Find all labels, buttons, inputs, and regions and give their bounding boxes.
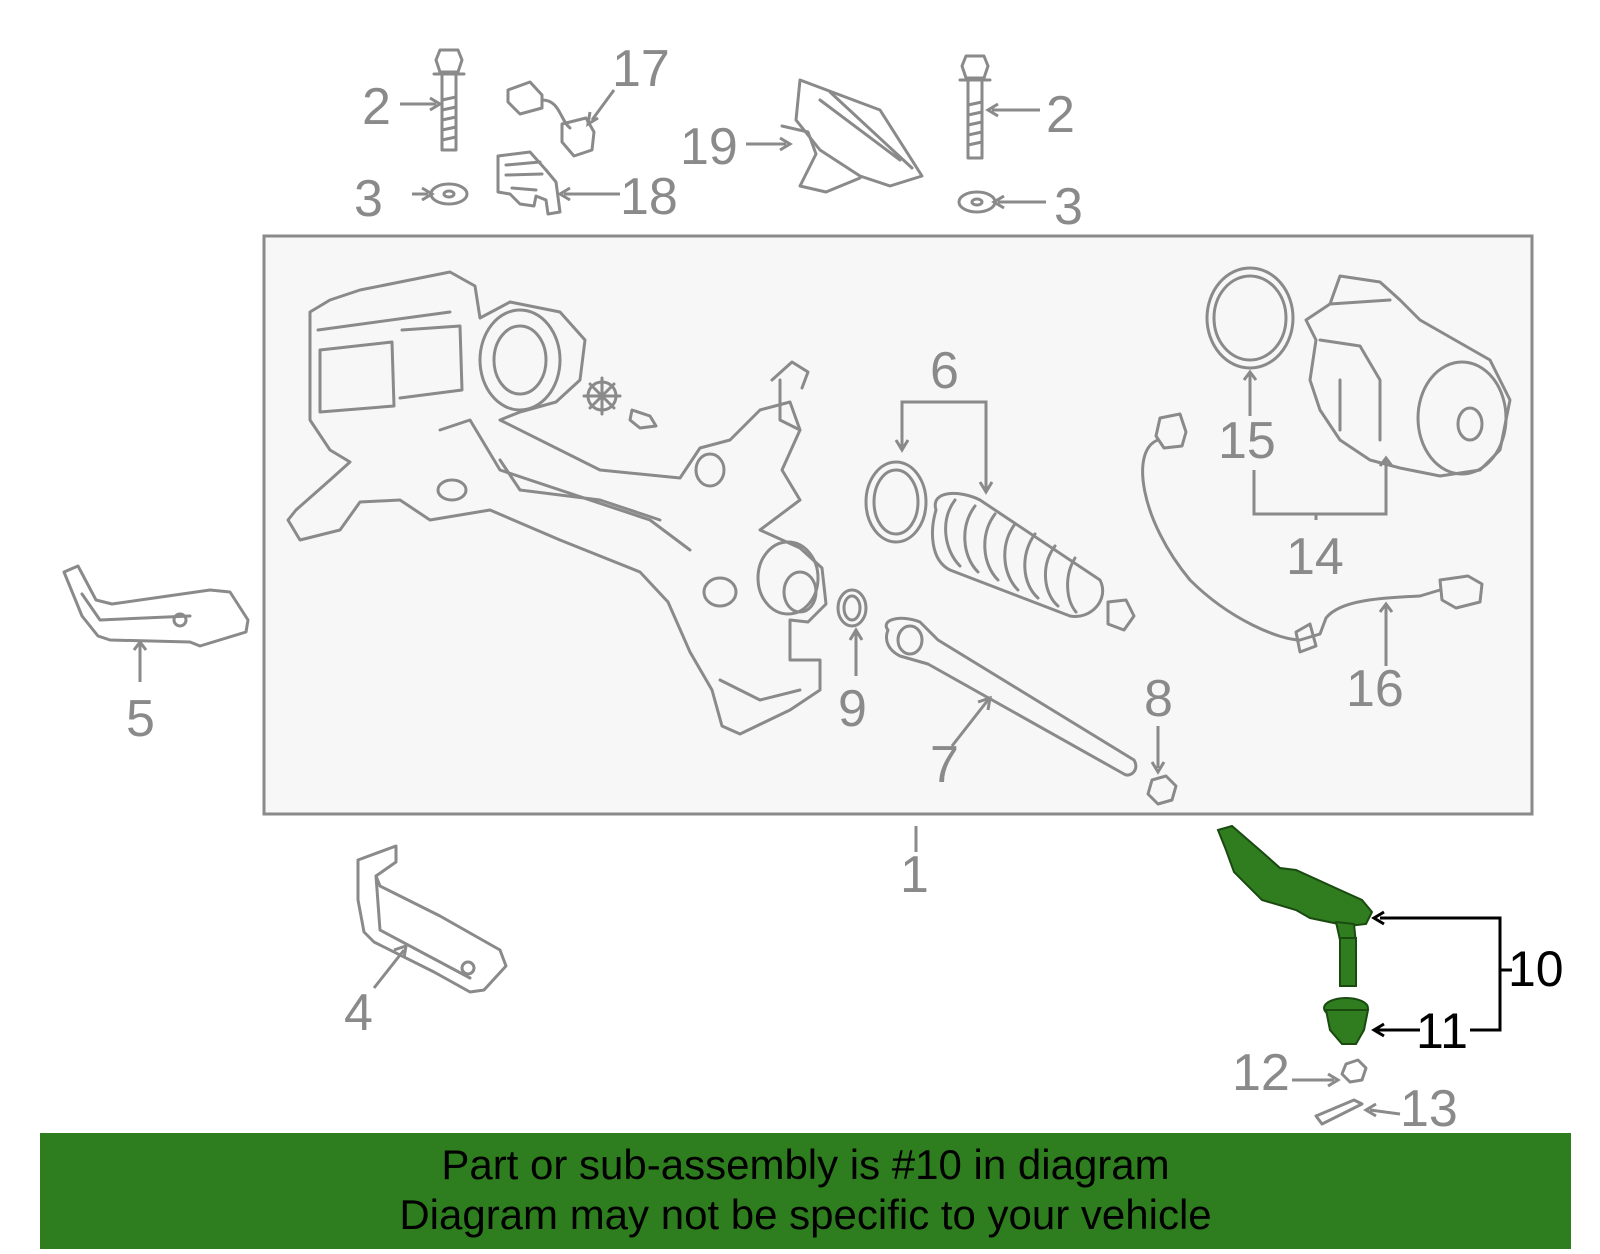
washer-right-hole xyxy=(970,197,984,207)
banner-line-1: Part or sub-assembly is #10 in diagram xyxy=(441,1141,1170,1188)
label-7: 7 xyxy=(930,736,959,794)
bracket-5-part[interactable] xyxy=(62,564,250,648)
cover-19-part[interactable] xyxy=(780,78,924,194)
label-18: 18 xyxy=(620,168,678,226)
o-ring-part[interactable] xyxy=(1205,266,1295,370)
label-14: 14 xyxy=(1286,528,1344,586)
bracket-4-part[interactable] xyxy=(356,844,508,994)
harness-17-part[interactable] xyxy=(506,80,596,158)
label-3-left: 3 xyxy=(354,170,383,228)
label-4: 4 xyxy=(344,984,373,1042)
bolt-right-part[interactable] xyxy=(958,54,992,160)
rack-housing-part[interactable] xyxy=(286,270,828,736)
assembly-panel xyxy=(262,234,1534,816)
label-16: 16 xyxy=(1346,660,1404,718)
small-gear-part[interactable] xyxy=(582,376,622,416)
boot-clamp-part[interactable] xyxy=(864,460,928,544)
bellows-boot-part[interactable] xyxy=(931,491,1136,632)
label-2-left: 2 xyxy=(362,78,391,136)
label-1: 1 xyxy=(900,846,929,904)
bolt-left-part[interactable] xyxy=(432,48,466,152)
outer-tie-rod-end-highlight[interactable] xyxy=(1216,824,1374,987)
label-12: 12 xyxy=(1232,1044,1290,1102)
boot-clamp-inner xyxy=(872,468,920,536)
cotter-pin-part[interactable] xyxy=(1314,1098,1364,1126)
leader-lines xyxy=(132,89,1401,1118)
harness-16-part[interactable] xyxy=(1294,574,1484,654)
label-15: 15 xyxy=(1218,412,1276,470)
snap-ring-inner xyxy=(842,594,862,622)
label-19: 19 xyxy=(680,118,738,176)
bracket-18-part[interactable] xyxy=(496,150,562,216)
washer-left-part[interactable] xyxy=(429,182,469,206)
label-11: 11 xyxy=(1416,1003,1468,1059)
pin-part[interactable] xyxy=(628,408,658,430)
banner-line-2: Diagram may not be specific to your vehi… xyxy=(399,1191,1212,1238)
washer-right-part[interactable] xyxy=(957,190,997,214)
label-8: 8 xyxy=(1144,670,1173,728)
label-9: 9 xyxy=(838,680,867,738)
label-5: 5 xyxy=(126,690,155,748)
label-10: 10 xyxy=(1508,941,1564,997)
highlight-leader-lines xyxy=(1371,910,1512,1038)
snap-ring-part[interactable] xyxy=(836,588,868,628)
label-3-right: 3 xyxy=(1054,178,1083,236)
o-ring-inner xyxy=(1212,274,1288,362)
label-13: 13 xyxy=(1400,1080,1458,1138)
label-2-right: 2 xyxy=(1046,86,1075,144)
inner-tie-rod-part[interactable] xyxy=(884,616,1138,777)
washer-left-hole xyxy=(442,189,456,199)
nut-8-part[interactable] xyxy=(1146,774,1178,806)
label-17: 17 xyxy=(612,40,670,98)
info-banner: Part or sub-assembly is #10 in diagram D… xyxy=(40,1133,1571,1249)
sensor-harness-part[interactable] xyxy=(1141,412,1302,642)
nut-12-part[interactable] xyxy=(1340,1058,1368,1084)
motor-part[interactable] xyxy=(1304,274,1512,478)
label-6: 6 xyxy=(930,342,959,400)
dust-boot-highlight[interactable] xyxy=(1323,997,1370,1045)
